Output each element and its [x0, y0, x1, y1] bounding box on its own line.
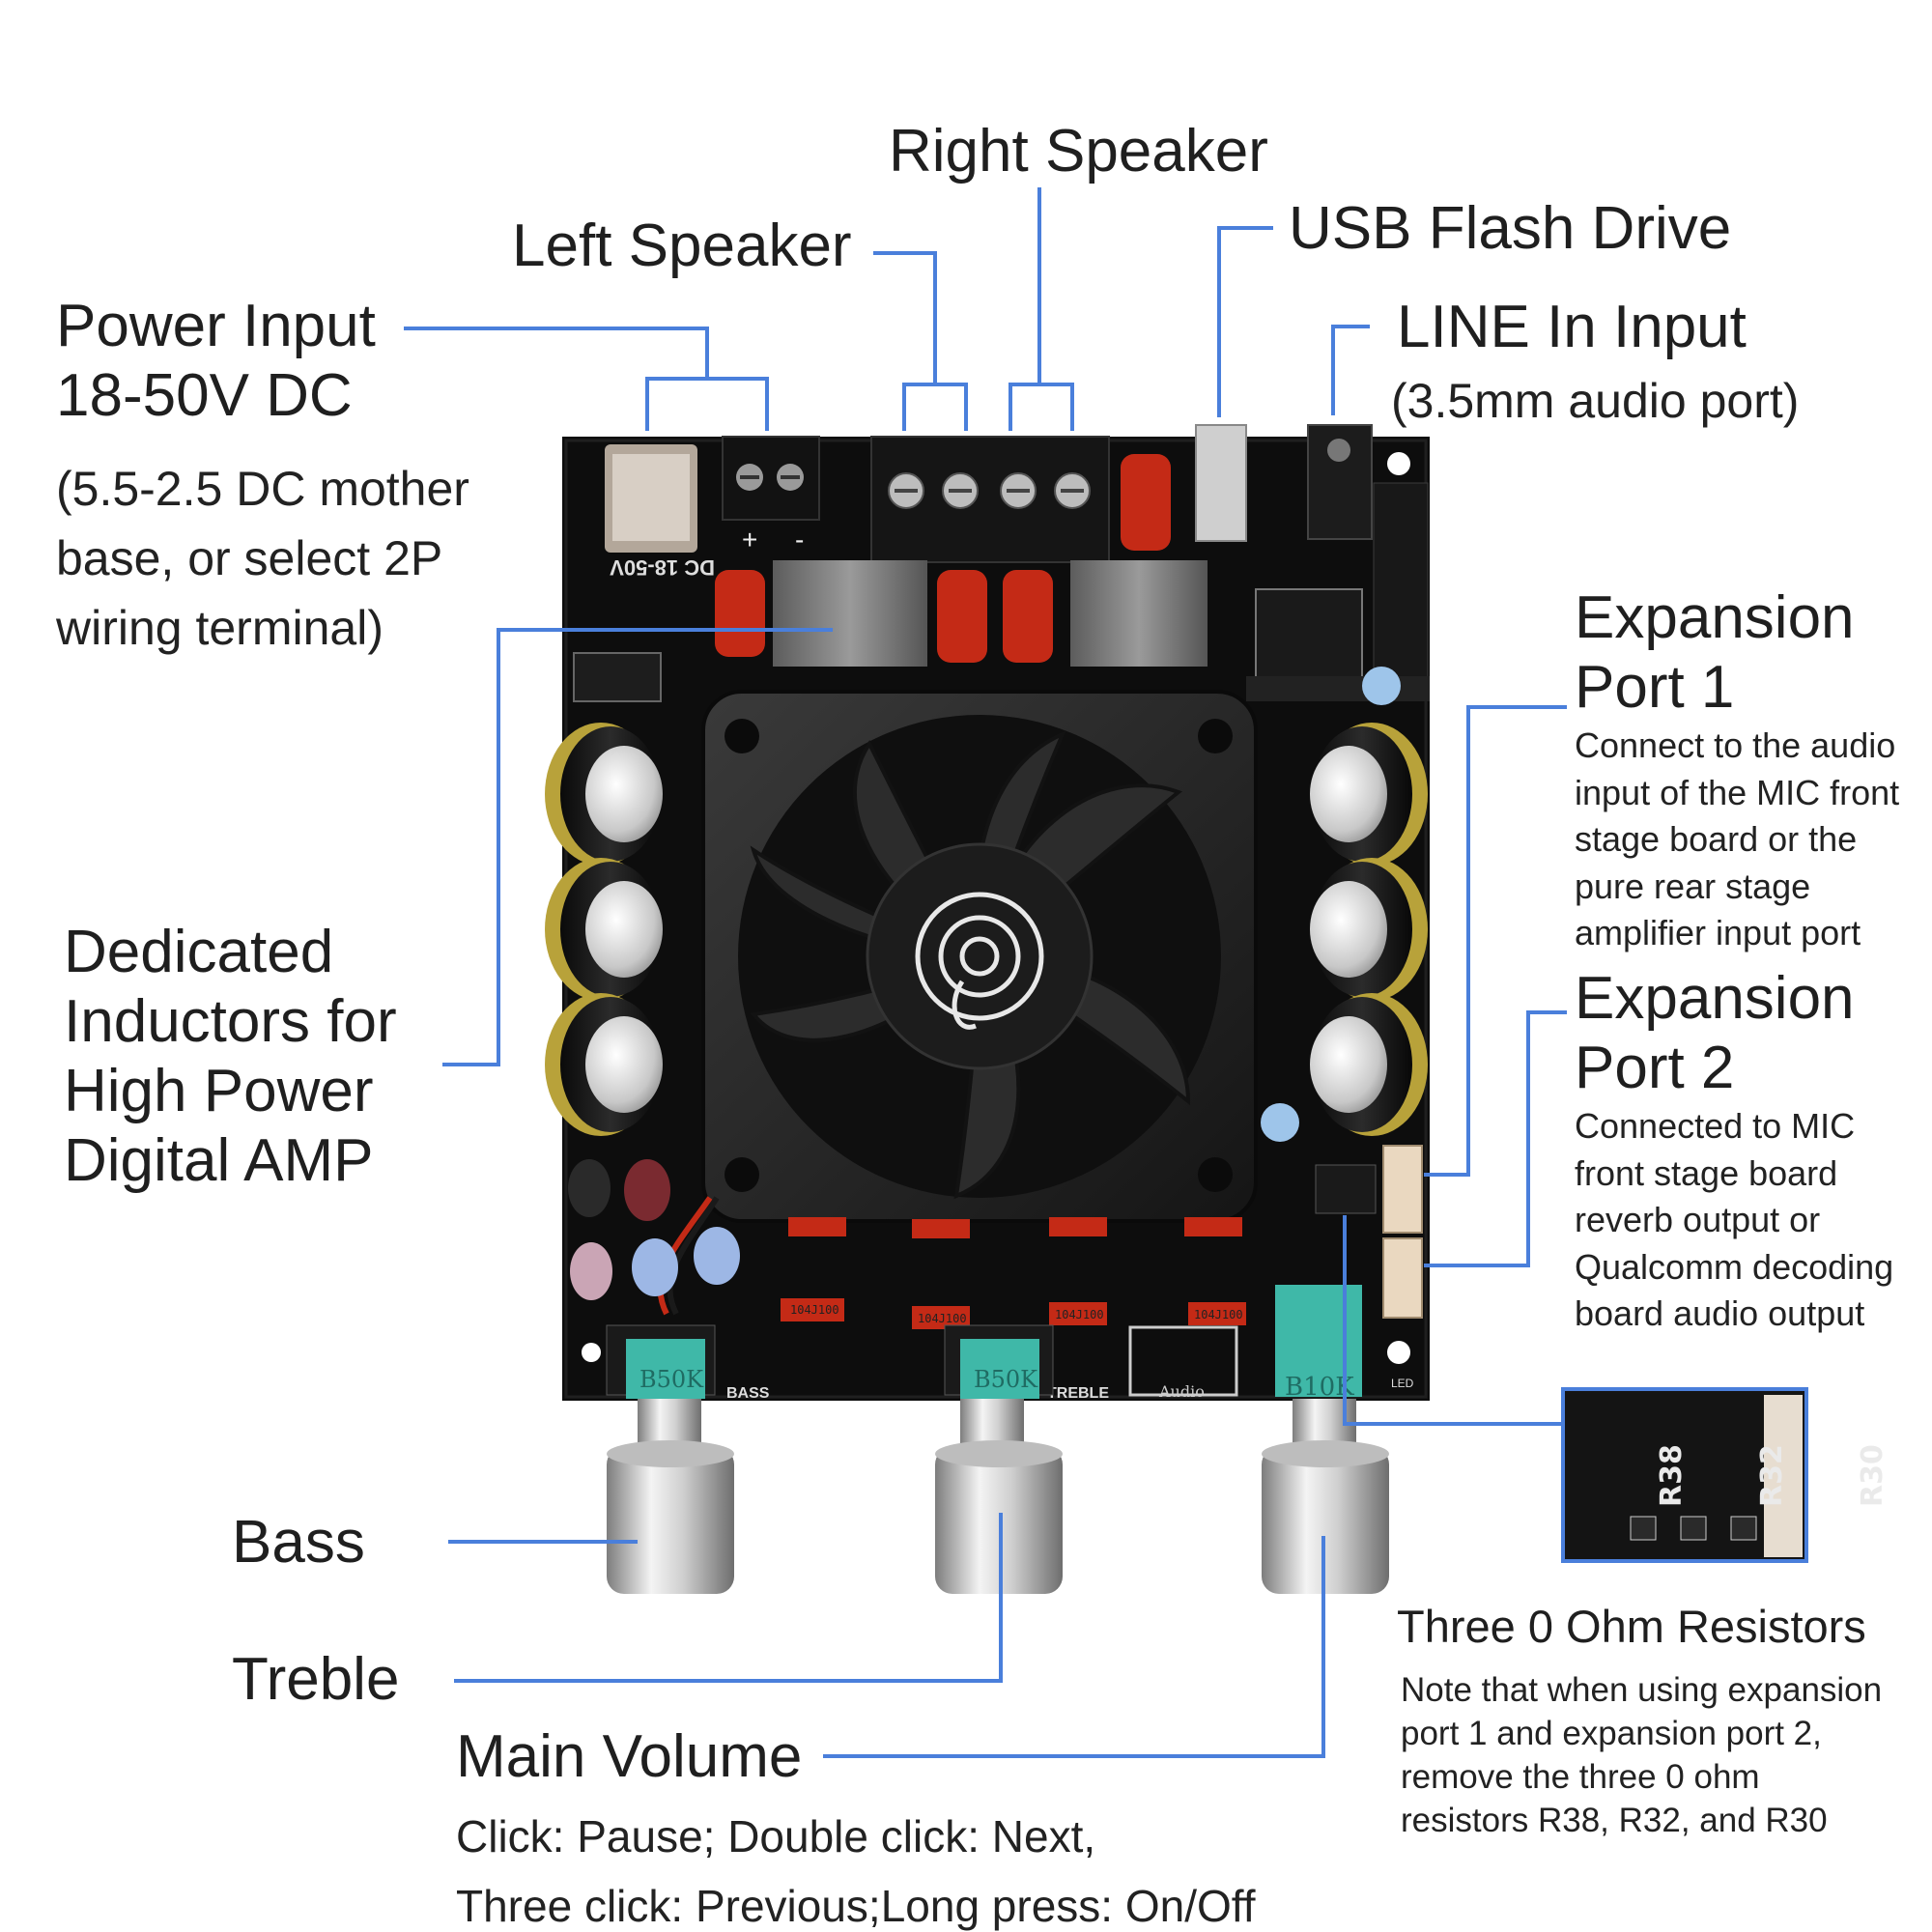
res-label-r38: R38	[1655, 1444, 1689, 1507]
terminal-plus: +	[742, 525, 757, 554]
resistors-note-line4: resistors R38, R32, and R30	[1401, 1802, 1828, 1839]
exp1-note-line3: stage board or the	[1575, 819, 1858, 859]
exp2-note-line5: board audio output	[1575, 1293, 1865, 1333]
label-line-in-note: (3.5mm audio port)	[1391, 374, 1800, 428]
label-expansion-port-1: Expansion Port 1 Connect to the audio in…	[1575, 583, 1899, 957]
inductors-line3: High Power	[64, 1058, 374, 1124]
label-resistors: Three 0 Ohm Resistors	[1397, 1601, 1866, 1652]
label-right-speaker: Right Speaker	[889, 118, 1268, 185]
label-power-input-note: (5.5-2.5 DC mother base, or select 2P wi…	[56, 454, 469, 663]
power-note-line2: base, or select 2P	[56, 531, 443, 585]
pot-treble: B50K	[944, 1324, 1054, 1399]
label-expansion-port-2: Expansion Port 2 Connected to MIC front …	[1575, 964, 1893, 1338]
chip-code-1: 104J100	[790, 1303, 839, 1317]
exp2-note-line2: front stage board	[1575, 1152, 1838, 1193]
resistors-note-line2: port 1 and expansion port 2,	[1401, 1715, 1822, 1752]
resistors-note-line1: Note that when using expansion	[1401, 1671, 1883, 1709]
label-treble: Treble	[232, 1646, 400, 1713]
exp2-note-line3: reverb output or	[1575, 1200, 1821, 1239]
capacitors-right	[1310, 723, 1428, 1136]
label-usb-flash-drive: USB Flash Drive	[1289, 195, 1732, 262]
inductor-right	[1070, 560, 1208, 667]
exp1-note-line2: input of the MIC front	[1575, 772, 1900, 812]
cooling-fan	[701, 690, 1258, 1223]
silkscreen-led: LED	[1391, 1377, 1414, 1390]
label-line-in: LINE In Input	[1397, 294, 1747, 360]
exp1-title-line2: Port 1	[1575, 654, 1735, 721]
exp2-title-line2: Port 2	[1575, 1035, 1735, 1101]
label-main-volume: Main Volume	[456, 1723, 803, 1790]
pot-volume: B10K	[1275, 1285, 1362, 1402]
power-note-line1: (5.5-2.5 DC mother	[56, 462, 469, 516]
svg-text:B50K: B50K	[974, 1366, 1038, 1393]
res-label-r32: R32	[1755, 1444, 1789, 1507]
svg-text:B50K: B50K	[639, 1366, 704, 1393]
exp2-title-line1: Expansion	[1575, 965, 1855, 1032]
label-bass: Bass	[232, 1509, 365, 1576]
resistor-zoom-inset: R38 R32 R30	[1561, 1387, 1889, 1563]
exp1-title-line1: Expansion	[1575, 584, 1855, 651]
label-left-speaker: Left Speaker	[512, 213, 852, 279]
terminal-minus: -	[795, 525, 804, 554]
exp2-note-line1: Connected to MIC	[1575, 1106, 1856, 1146]
knob-bass	[607, 1447, 734, 1594]
resistors-note-line3: remove the three 0 ohm	[1401, 1758, 1760, 1796]
chip-code-4: 104J100	[1194, 1308, 1243, 1321]
exp2-note-line4: Qualcomm decoding	[1575, 1246, 1894, 1287]
exp1-note-line5: amplifier input port	[1575, 913, 1861, 952]
exp2-note: Connected to MIC front stage board rever…	[1575, 1103, 1893, 1338]
inductors-line2: Inductors for	[64, 988, 397, 1055]
inductors-line4: Digital AMP	[64, 1127, 374, 1194]
power-input-line2: 18-50V DC	[56, 362, 353, 429]
exp1-note-line4: pure rear stage	[1575, 866, 1811, 906]
inductors-line1: Dedicated	[64, 919, 334, 985]
main-volume-note-line1: Click: Pause; Double click: Next,	[456, 1811, 1096, 1861]
res-label-r30: R30	[1856, 1444, 1889, 1507]
silkscreen-dc: DC 18-50V	[610, 555, 715, 580]
chip-code-2: 104J100	[918, 1312, 967, 1325]
leader-lines	[404, 187, 1567, 1758]
main-volume-note-line2: Three click: Previous;Long press: On/Off	[456, 1881, 1256, 1931]
capacitors-left	[545, 723, 663, 1136]
silkscreen-treble: TREBLE	[1047, 1385, 1109, 1402]
knob-volume	[1262, 1447, 1389, 1594]
inductor-left	[773, 560, 927, 667]
power-note-line3: wiring terminal)	[56, 601, 384, 655]
exp1-note: Connect to the audio input of the MIC fr…	[1575, 723, 1899, 957]
label-inductors: Dedicated Inductors for High Power Digit…	[64, 918, 397, 1196]
usb-port	[1195, 424, 1247, 542]
label-power-input: Power Input 18-50V DC	[56, 292, 376, 431]
silkscreen-audio: Audio	[1158, 1382, 1205, 1401]
silkscreen-bass: BASS	[726, 1385, 770, 1402]
pot-bass: B50K	[606, 1324, 716, 1399]
expansion-connector-1	[1382, 1145, 1423, 1234]
label-resistors-note: Note that when using expansion port 1 an…	[1401, 1668, 1882, 1842]
power-input-line1: Power Input	[56, 293, 376, 359]
exp1-note-line1: Connect to the audio	[1575, 725, 1896, 765]
expansion-connector-2	[1382, 1237, 1423, 1319]
chip-code-3: 104J100	[1055, 1308, 1104, 1321]
